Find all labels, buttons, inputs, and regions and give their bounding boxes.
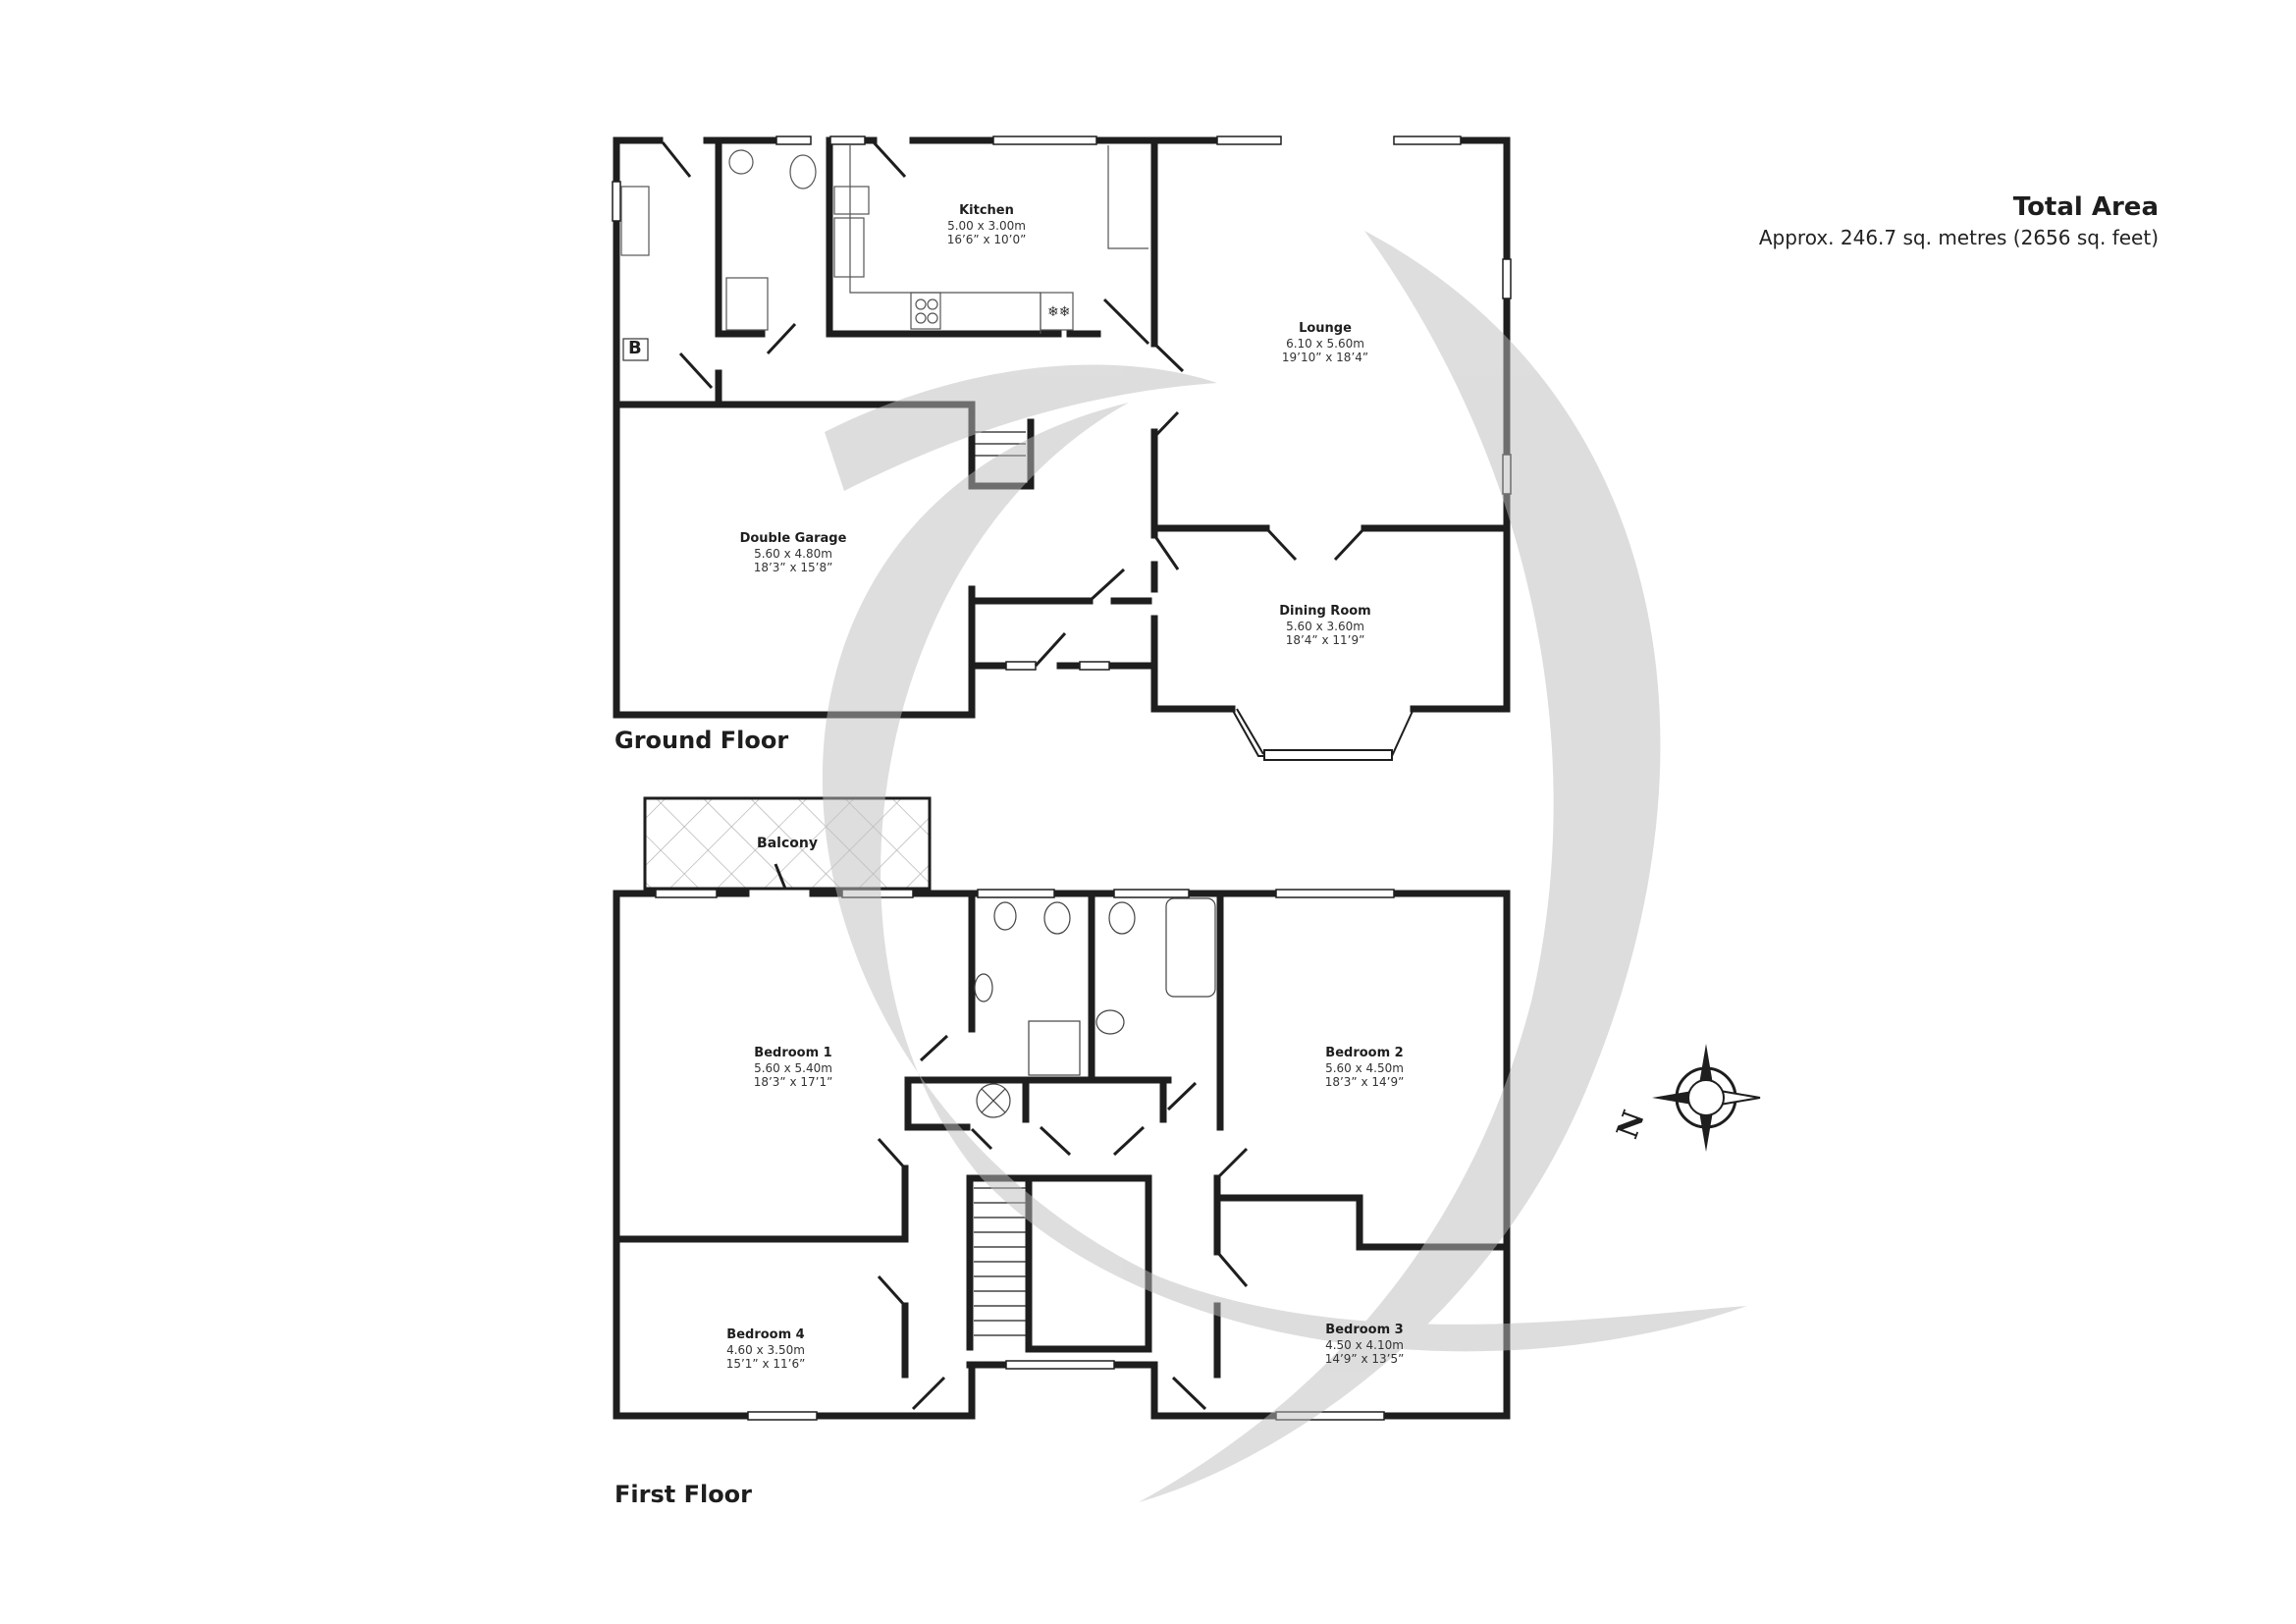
boiler-fixture — [622, 338, 649, 361]
room-label-lounge: Lounge 6.10 x 5.60m 19’10” x 18’4” — [1282, 321, 1368, 364]
ground-floor-doors — [661, 140, 1366, 668]
room-name: Bedroom 2 — [1325, 1046, 1404, 1060]
room-metric: 4.50 x 4.10m — [1325, 1337, 1404, 1352]
room-imperial: 18’4” x 11’9” — [1285, 632, 1365, 647]
room-metric: 5.60 x 4.80m — [754, 546, 832, 561]
room-metric: 6.10 x 5.60m — [1286, 336, 1364, 351]
room-label-bedroom-3: Bedroom 3 4.50 x 4.10m 14’9” x 13’5” — [1325, 1323, 1405, 1366]
first-floor-doors — [774, 863, 1249, 1411]
room-imperial: 19’10” x 18’4” — [1281, 350, 1369, 364]
room-name: Bedroom 1 — [754, 1046, 832, 1060]
dining-bay-window — [1231, 708, 1415, 761]
svg-text:❄❄: ❄❄ — [1047, 304, 1070, 320]
room-metric: 4.60 x 3.50m — [726, 1342, 805, 1357]
room-name: Kitchen — [959, 203, 1014, 218]
watermark-logo — [822, 231, 1747, 1502]
room-label-bedroom-1: Bedroom 1 5.60 x 5.40m 18’3” x 17’1” — [754, 1046, 833, 1089]
compass-rose-icon — [1652, 1044, 1761, 1152]
boiler-label: B — [628, 338, 642, 358]
room-name: Bedroom 4 — [726, 1327, 805, 1342]
room-name: Double Garage — [739, 531, 847, 546]
ground-floor-windows — [612, 135, 1512, 671]
bathroom-fixtures — [974, 897, 1216, 1118]
room-label-double-garage: Double Garage 5.60 x 4.80m 18’3” x 15’8” — [740, 531, 847, 574]
room-label-balcony: Balcony — [757, 836, 818, 851]
room-name: Dining Room — [1279, 604, 1371, 619]
room-label-kitchen: Kitchen 5.00 x 3.00m 16’6” x 10’0” — [947, 203, 1027, 246]
room-imperial: 14’9” x 13’5” — [1324, 1351, 1405, 1366]
room-name: Bedroom 3 — [1325, 1323, 1404, 1337]
room-imperial: 16’6” x 10’0” — [946, 232, 1027, 246]
room-imperial: 18’3” x 15’8” — [753, 560, 833, 574]
room-name: Lounge — [1299, 321, 1352, 336]
room-metric: 5.00 x 3.00m — [947, 218, 1026, 233]
room-imperial: 18’3” x 14’9” — [1324, 1074, 1405, 1089]
total-area-title: Total Area — [2012, 192, 2159, 222]
ground-floor-title: Ground Floor — [614, 727, 789, 754]
room-label-bedroom-4: Bedroom 4 4.60 x 3.50m 15’1” x 11’6” — [726, 1327, 806, 1371]
room-label-dining-room: Dining Room 5.60 x 3.60m 18’4” x 11’9” — [1279, 604, 1370, 647]
room-metric: 5.60 x 3.60m — [1286, 619, 1364, 633]
kitchen-fixtures: ❄❄ — [620, 145, 1148, 334]
room-label-bedroom-2: Bedroom 2 5.60 x 4.50m 18’3” x 14’9” — [1325, 1046, 1405, 1089]
room-metric: 5.60 x 4.50m — [1325, 1060, 1404, 1075]
first-floor-title: First Floor — [614, 1481, 753, 1508]
total-area-value: Approx. 246.7 sq. metres (2656 sq. feet) — [1758, 226, 2159, 249]
room-imperial: 15’1” x 11’6” — [725, 1356, 806, 1371]
total-area-box: Total Area Approx. 246.7 sq. metres (265… — [1759, 192, 2159, 249]
room-imperial: 18’3” x 17’1” — [753, 1074, 833, 1089]
room-metric: 5.60 x 5.40m — [754, 1060, 832, 1075]
